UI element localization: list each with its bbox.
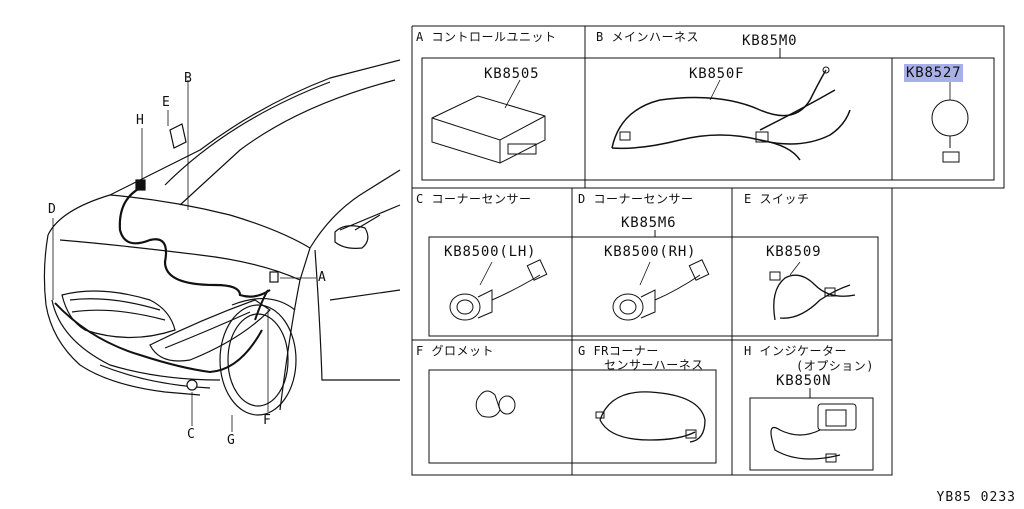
callout-b: B: [184, 71, 192, 86]
group-number-kb85m0: KB85M0: [742, 33, 798, 49]
cell-e-title: E スイッチ: [744, 192, 810, 206]
callout-d: D: [48, 202, 56, 217]
cell-d-title: D コーナーセンサー: [578, 192, 694, 206]
cell-g-title-line2: センサーハーネス: [604, 358, 704, 372]
cell-a-title: A コントロールユニット: [416, 30, 557, 44]
car-illustration: B E H D A C G F: [0, 0, 410, 509]
part-number-kb850f: KB850F: [689, 66, 745, 82]
cell-h-title-line2: (オプション): [796, 359, 874, 373]
callout-a: A: [318, 270, 326, 285]
cell-c-title: C コーナーセンサー: [416, 192, 532, 206]
part-number-kb8505: KB8505: [484, 66, 540, 82]
part-number-kb8527: KB8527: [904, 64, 964, 82]
cell-g-title-line1: G FRコーナー: [578, 344, 659, 358]
callout-e: E: [162, 95, 170, 110]
cell-f-title: F グロメット: [416, 344, 494, 358]
callout-h: H: [136, 113, 144, 128]
callout-f: F: [263, 413, 271, 428]
part-number-kb8509: KB8509: [766, 244, 822, 260]
part-number-kb8500-lh: KB8500(LH): [444, 244, 537, 260]
callout-c: C: [187, 427, 195, 442]
callout-g: G: [227, 433, 235, 448]
group-number-kb85m6: KB85M6: [621, 215, 677, 231]
part-number-kb8500-rh: KB8500(RH): [604, 244, 697, 260]
cell-h-title-line1: H インジケーター: [744, 344, 847, 358]
part-number-kb850n: KB850N: [776, 373, 832, 389]
diagram-code: YB85 0233: [936, 490, 1016, 505]
cell-b-title: B メインハーネス: [596, 30, 699, 44]
